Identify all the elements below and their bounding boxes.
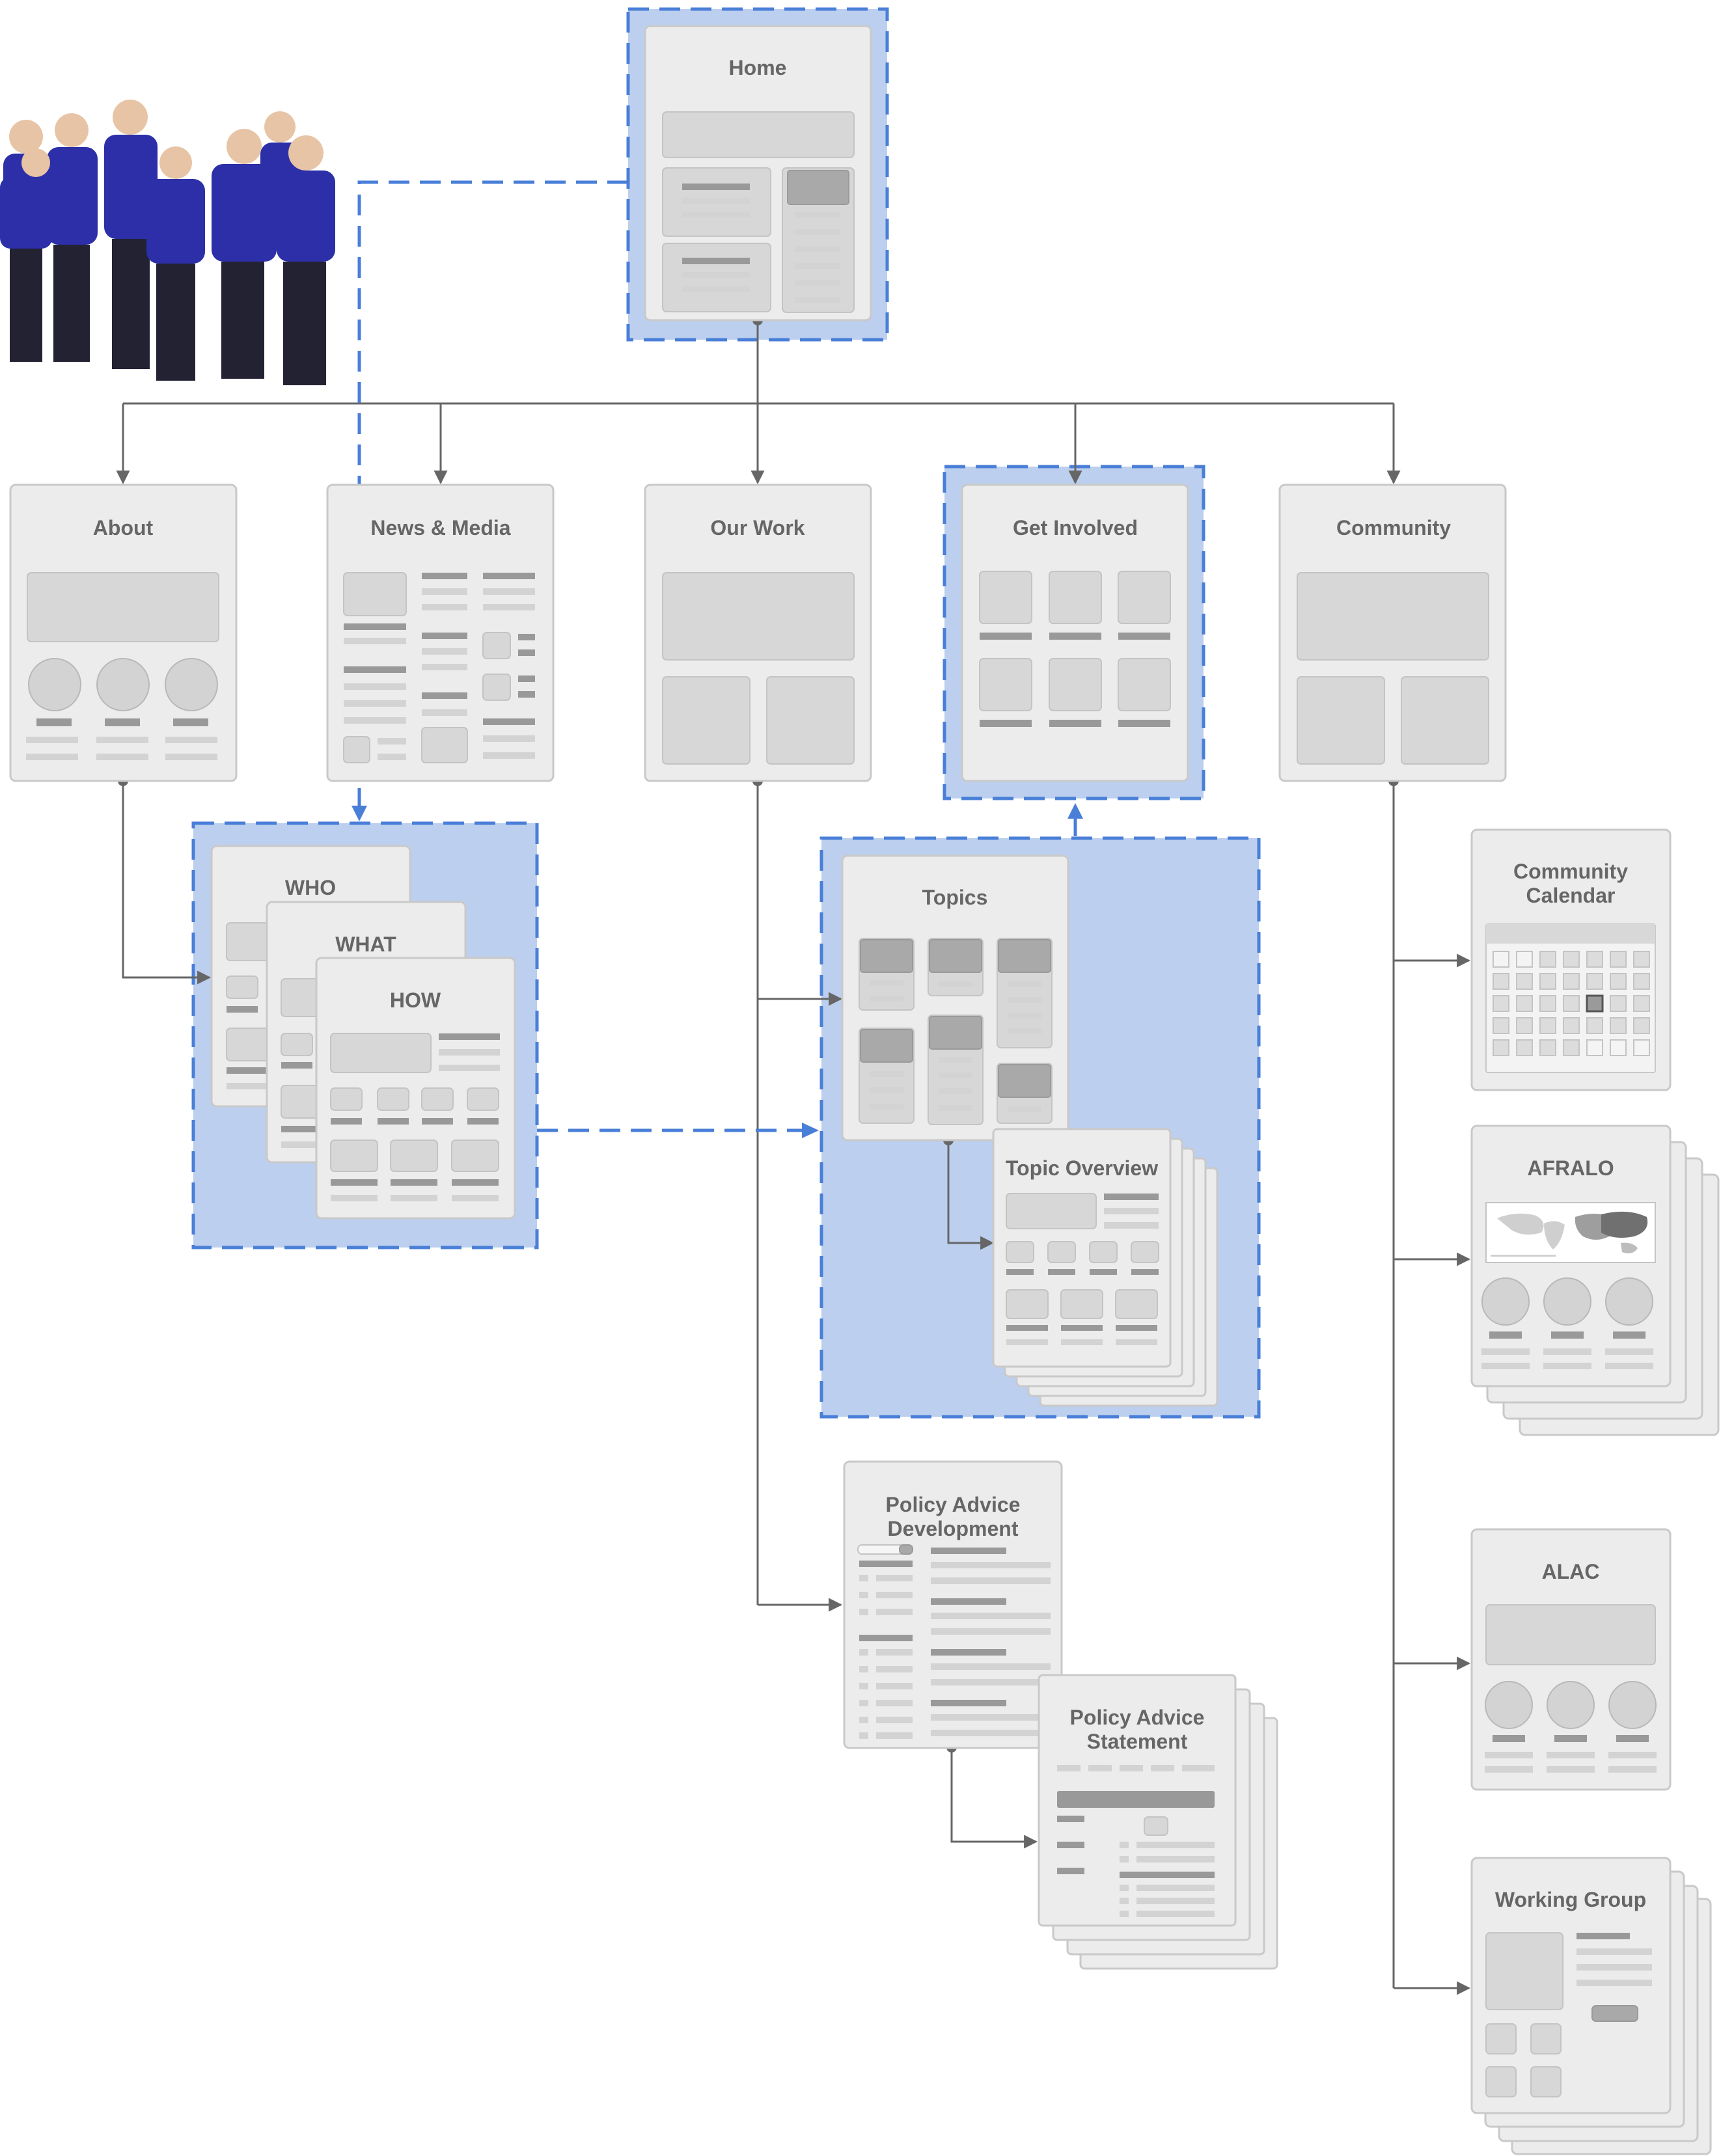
page-alac[interactable]: ALAC — [1470, 1528, 1672, 1791]
calendar-day-cell — [1493, 951, 1509, 968]
calendar-grid — [1485, 923, 1656, 1073]
page-about-title: About — [93, 516, 154, 539]
calendar-day-cell — [1586, 951, 1603, 968]
calendar-day-cell — [1633, 973, 1650, 990]
page-working-group[interactable]: Working Group — [1470, 1857, 1712, 2155]
calendar-day-cell — [1493, 973, 1509, 990]
page-community-calendar[interactable]: Community Calendar — [1470, 828, 1672, 1091]
calendar-day-cell — [1586, 1039, 1603, 1056]
page-policy-advice-development[interactable]: Policy Advice Development — [843, 1460, 1063, 1749]
page-community[interactable]: Community — [1278, 484, 1507, 782]
calendar-day-cell — [1586, 1017, 1603, 1034]
page-alac-title: ALAC — [1542, 1560, 1600, 1583]
page-topics[interactable]: Topics — [841, 854, 1069, 1141]
calendar-day-cell — [1539, 1039, 1556, 1056]
page-how[interactable]: HOW — [315, 957, 516, 1220]
calendar-day-cell — [1610, 1039, 1627, 1056]
page-policy-dev-title-2: Development — [888, 1517, 1019, 1540]
page-policy-stmt-title-2: Statement — [1087, 1730, 1188, 1753]
page-topic-overview-title: Topic Overview — [1006, 1156, 1158, 1180]
calendar-day-cell — [1493, 995, 1509, 1012]
page-get-involved[interactable]: Get Involved — [961, 484, 1189, 782]
world-map-icon — [1485, 1202, 1656, 1263]
page-community-title: Community — [1336, 516, 1451, 539]
page-working-group-title: Working Group — [1495, 1888, 1646, 1911]
page-get-involved-title: Get Involved — [1013, 516, 1138, 539]
calendar-day-cell — [1633, 951, 1650, 968]
calendar-day-cell — [1563, 995, 1580, 1012]
calendar-day-cell — [1539, 995, 1556, 1012]
calendar-day-cell — [1516, 1039, 1533, 1056]
connectors — [116, 315, 1471, 1995]
page-calendar-title-1: Community — [1513, 860, 1628, 883]
page-afralo-title: AFRALO — [1527, 1156, 1614, 1180]
calendar-day-cell — [1586, 994, 1604, 1013]
page-policy-stmt-title-1: Policy Advice — [1070, 1706, 1205, 1729]
calendar-day-cell — [1633, 995, 1650, 1012]
calendar-day-cell — [1516, 973, 1533, 990]
page-how-title: HOW — [390, 989, 441, 1012]
calendar-day-cell — [1539, 973, 1556, 990]
calendar-day-cell — [1516, 951, 1533, 968]
page-about[interactable]: About — [9, 484, 238, 782]
calendar-day-cell — [1610, 973, 1627, 990]
calendar-day-cell — [1516, 1017, 1533, 1034]
page-what-title: WHAT — [335, 933, 396, 956]
calendar-day-cell — [1633, 1017, 1650, 1034]
calendar-day-cell — [1539, 1017, 1556, 1034]
calendar-day-cell — [1563, 973, 1580, 990]
calendar-day-cell — [1539, 951, 1556, 968]
page-news-media[interactable]: News & Media — [326, 484, 555, 782]
calendar-day-cell — [1563, 1017, 1580, 1034]
page-news-media-title: News & Media — [370, 516, 510, 539]
page-calendar-title-2: Calendar — [1526, 884, 1616, 907]
page-our-work[interactable]: Our Work — [644, 484, 872, 782]
page-topics-title: Topics — [922, 886, 988, 909]
team-photo — [0, 100, 335, 385]
calendar-day-cell — [1493, 1017, 1509, 1034]
page-policy-dev-title-1: Policy Advice — [886, 1493, 1021, 1516]
calendar-day-cell — [1610, 951, 1627, 968]
calendar-day-cell — [1516, 995, 1533, 1012]
page-topic-overview[interactable]: Topic Overview — [992, 1128, 1218, 1407]
page-our-work-title: Our Work — [710, 516, 805, 539]
calendar-day-cell — [1610, 1017, 1627, 1034]
calendar-day-cell — [1563, 1039, 1580, 1056]
calendar-day-cell — [1586, 973, 1603, 990]
calendar-day-cell — [1493, 1039, 1509, 1056]
page-afralo[interactable]: AFRALO — [1470, 1125, 1720, 1436]
page-home-title: Home — [729, 56, 787, 79]
calendar-day-cell — [1563, 951, 1580, 968]
calendar-day-cell — [1633, 1039, 1650, 1056]
page-who-title: WHO — [285, 876, 336, 899]
page-policy-advice-statement[interactable]: Policy Advice Statement — [1038, 1674, 1278, 1970]
calendar-day-cell — [1610, 995, 1627, 1012]
page-home[interactable]: Home — [644, 25, 872, 321]
